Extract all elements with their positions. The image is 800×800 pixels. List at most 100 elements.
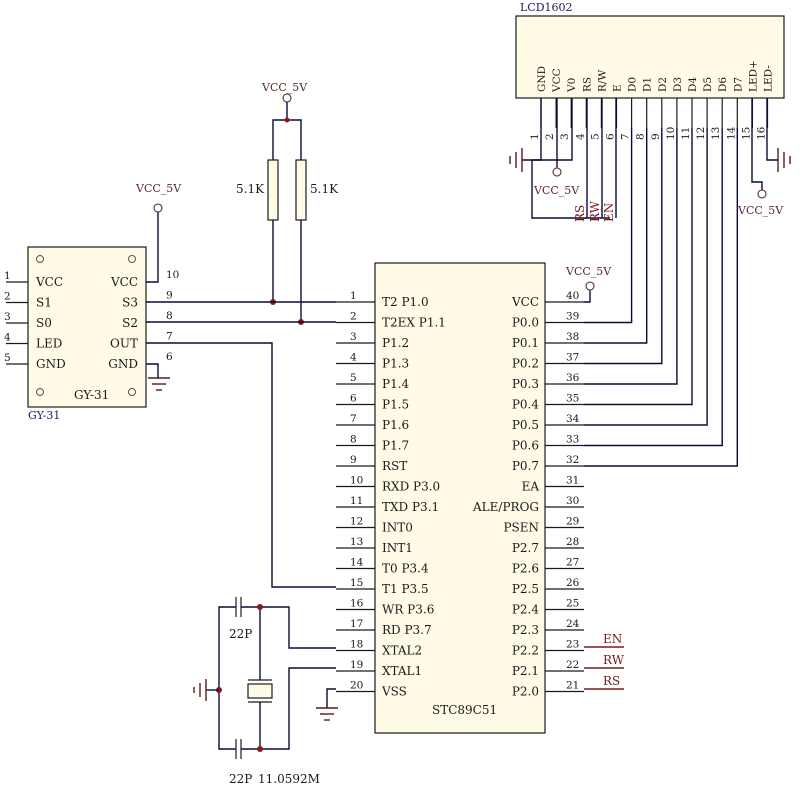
mcu-pin-num-35: 35 xyxy=(566,393,579,405)
xtal1-wire xyxy=(241,667,336,750)
mcu-pin-label-31: EA xyxy=(522,480,540,494)
mcu-pin-label-2: T2EX P1.1 xyxy=(382,316,446,330)
mcu-pin-num-4: 4 xyxy=(350,352,357,364)
lcd-pin-label-6: E xyxy=(612,84,624,92)
gy31-pin-label-10: VCC xyxy=(110,275,138,289)
mcu-pin-num-18: 18 xyxy=(350,639,363,651)
gy31-pin-num-8: 8 xyxy=(166,310,173,322)
mcu-pin-num-33: 33 xyxy=(566,434,579,446)
lcd-pin-label-14: D7 xyxy=(732,77,744,92)
gy31-ref: GY-31 xyxy=(28,409,60,422)
gy31-pin-label-2: S1 xyxy=(36,296,52,310)
pullup-top-wire xyxy=(272,102,302,160)
mcu-pin-label-30: ALE/PROG xyxy=(472,500,539,514)
lcd-net-en: EN xyxy=(602,203,616,222)
mcu-pin-label-21: P2.0 xyxy=(512,685,539,699)
gy31-pin-label-8: S2 xyxy=(122,316,138,330)
lcd-pin-label-7: D0 xyxy=(627,77,639,92)
mcu-pin-num-36: 36 xyxy=(566,372,580,384)
gy31-hole-tl xyxy=(36,255,44,263)
gy31-pin-num-5: 5 xyxy=(4,352,11,364)
mcu-pin-num-23: 23 xyxy=(566,639,579,651)
mcu-vcc-wire xyxy=(584,290,591,303)
mcu-pin-num-5: 5 xyxy=(350,372,357,384)
junction-xtal-top xyxy=(257,604,263,610)
lcd-pin-label-4: RS xyxy=(581,77,593,92)
gy31-pin-num-3: 3 xyxy=(4,311,11,323)
mcu-pin-num-38: 38 xyxy=(566,331,579,343)
mcu-pin-num-9: 9 xyxy=(350,454,357,466)
pullup-vcc-arrow xyxy=(282,93,292,103)
mcu-pin-label-39: P0.0 xyxy=(512,316,539,330)
crystal-body xyxy=(247,683,273,699)
lcd-pin-num-4: 4 xyxy=(574,133,586,140)
gy31-pin-label-3: S0 xyxy=(36,316,52,330)
mcu-pin-label-17: RD P3.7 xyxy=(382,623,432,637)
lcd-pin-label-15: LED+ xyxy=(747,60,759,92)
lcd-pin-num-7: 7 xyxy=(620,133,632,140)
net-en-label: EN xyxy=(603,632,622,646)
lcd-pin-label-10: D3 xyxy=(672,77,684,92)
mcu-pin-label-4: P1.3 xyxy=(382,357,409,371)
mcu-pin-num-7: 7 xyxy=(350,413,357,425)
lcd-title: LCD1602 xyxy=(520,1,573,14)
mcu-pin-num-2: 2 xyxy=(350,311,357,323)
lcd-pin-num-12: 12 xyxy=(695,127,707,140)
wire-d1-p01 xyxy=(584,128,648,344)
mcu-pin-label-11: TXD P3.1 xyxy=(382,500,439,514)
mcu-pin-num-12: 12 xyxy=(350,516,363,528)
resistor-r2 xyxy=(295,159,307,221)
gy31-gnd-symbol xyxy=(148,377,170,391)
lcd-body xyxy=(515,15,785,99)
mcu-pin-label-18: XTAL2 xyxy=(382,644,422,658)
lcd-gnd-right xyxy=(777,148,791,172)
wire-d2-p02 xyxy=(584,128,663,365)
gy31-pin-num-7: 7 xyxy=(166,331,173,343)
mcu-pin-num-32: 32 xyxy=(566,454,579,466)
lcd-pin-num-5: 5 xyxy=(589,133,601,140)
mcu-pin-num-28: 28 xyxy=(566,536,579,548)
lcd-pin-label-3: V0 xyxy=(566,78,578,93)
wire-d7-p07 xyxy=(584,128,738,467)
gy31-pin-label-4: LED xyxy=(36,337,62,351)
resistor-r2-value: 5.1K xyxy=(310,182,339,196)
wire-d3-p03 xyxy=(584,128,678,385)
mcu-pin-label-3: P1.2 xyxy=(382,336,409,350)
mcu-pin-label-8: P1.7 xyxy=(382,439,409,453)
mcu-pin-num-21: 21 xyxy=(566,680,579,692)
lcd-v0-wire xyxy=(531,98,610,219)
gy31-pin-num-1: 1 xyxy=(4,270,11,282)
mcu-pin-label-40: VCC xyxy=(511,295,539,309)
mcu-pin-label-15: T1 P3.5 xyxy=(382,582,429,596)
lcd-pin-num-8: 8 xyxy=(635,133,647,140)
lcd-gnd-wire xyxy=(522,98,542,161)
lcd-gnd-left xyxy=(509,148,523,172)
cap1-value: 22P xyxy=(229,627,252,641)
mcu-pin-num-30: 30 xyxy=(566,495,579,507)
mcu-body xyxy=(374,262,546,734)
mcu-pin-label-22: P2.1 xyxy=(512,664,539,678)
lcd1602: LCD1602 GND1VCC2V03RS4R/W5E6D07D18D29D31… xyxy=(509,1,791,467)
gy31-pin-num-2: 2 xyxy=(4,291,11,303)
mcu-pin-label-26: P2.5 xyxy=(512,582,539,596)
xtal2-wire xyxy=(241,606,336,649)
wire-d6-p06 xyxy=(584,128,723,447)
gy31-body xyxy=(27,246,147,408)
lcd-pin-label-16: LED- xyxy=(763,65,775,92)
mcu-pin-label-19: XTAL1 xyxy=(382,664,422,678)
lcd-pin-num-2: 2 xyxy=(544,133,556,140)
mcu-pin-num-34: 34 xyxy=(566,413,580,425)
osc-gnd-symbol xyxy=(193,679,207,701)
lcd-vcc-label: VCC_5V xyxy=(533,184,580,197)
mcu-pin-num-6: 6 xyxy=(350,393,357,405)
mcu-pin-num-40: 40 xyxy=(566,290,579,302)
lcd-pin-label-11: D4 xyxy=(687,77,699,92)
lcd-ledn-wire xyxy=(766,98,778,161)
gy31-pin-num-10: 10 xyxy=(166,269,179,281)
resistor-r1 xyxy=(267,159,279,221)
lcd-pin-num-10: 10 xyxy=(665,127,677,140)
mcu-pin-label-12: INT0 xyxy=(382,521,413,535)
